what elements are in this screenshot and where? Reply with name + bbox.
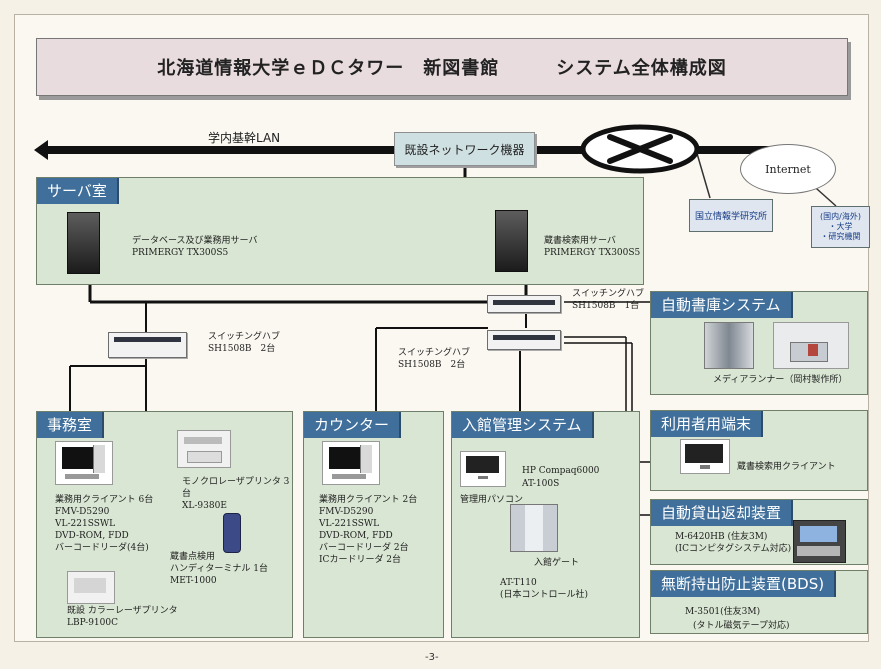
- server-2-label: 蔵書検索用サーバ PRIMERGY TX300S5: [544, 236, 641, 258]
- auto-lending-title: 自動貸出返却装置: [661, 504, 782, 522]
- handy-terminal-icon: [223, 513, 241, 553]
- switch-mid: [487, 330, 561, 350]
- handy-terminal-label: 蔵書点検用 ハンディターミナル 1台 MET-1000: [170, 552, 268, 586]
- lan-arrow: [34, 140, 48, 160]
- auto-lending-header: 自動貸出返却装置: [651, 500, 794, 526]
- color-printer-icon: [67, 571, 115, 604]
- switch-left: [108, 332, 187, 358]
- internet-cloud: Internet: [740, 144, 836, 194]
- user-terminal-caption: 蔵書検索用クライアント: [737, 462, 836, 472]
- server-2-icon: [495, 210, 528, 272]
- server-1-label: データベース及び業務用サーバ PRIMERGY TX300S5: [132, 236, 258, 258]
- bds-header: 無断持出防止装置(BDS): [651, 571, 837, 597]
- switch-top-label: スイッチングハブ SH1508B 1台: [572, 289, 645, 311]
- entry-pc-icon: [460, 451, 506, 487]
- storage-machine-icon: [704, 322, 754, 369]
- core-network-label: 既設ネットワーク機器: [404, 142, 525, 157]
- switch-top: [487, 295, 561, 313]
- entry-pc-caption: 管理用パソコン: [460, 495, 524, 505]
- entry-title: 入館管理システム: [462, 416, 582, 434]
- switch-left-label: スイッチングハブ SH1508B 2台: [208, 332, 281, 354]
- office-pc-icon: [55, 441, 113, 485]
- core-network-device: 既設ネットワーク機器: [394, 132, 535, 166]
- auto-storage-title: 自動書庫システム: [661, 296, 781, 314]
- page-number-text: -3-: [425, 652, 439, 663]
- auto-storage-caption: メディアランナー（岡村製作所）: [713, 375, 848, 385]
- entry-pc-brand: HP Compaq6000: [522, 466, 600, 476]
- nii-label: 国立情報学研究所: [694, 212, 767, 222]
- auto-lending: 自動貸出返却装置 M-6420HB (住友3M) (ICコンピタグシステム対応): [650, 499, 868, 565]
- entry-pc-model: AT-100S: [522, 479, 560, 489]
- domestic-label: (国内/海外) ・大学 ・研究機関: [820, 212, 861, 241]
- entry-gate-model: AT-T110 (日本コントロール社): [500, 578, 589, 600]
- office-title: 事務室: [47, 416, 93, 434]
- nii-box: 国立情報学研究所: [689, 199, 773, 232]
- color-printer-label: 既設 カラーレーザプリンタ LBP-9100C: [67, 606, 178, 628]
- user-terminal-header: 利用者用端末: [651, 411, 764, 437]
- entry-gate-caption: 入館ゲート: [534, 558, 580, 568]
- bds-caption-1: M-3501(住友3M): [685, 607, 761, 617]
- counter-title: カウンター: [314, 416, 390, 434]
- user-terminal: 利用者用端末 蔵書検索用クライアント: [650, 410, 868, 491]
- mono-printer-icon: [177, 430, 231, 468]
- title-text: 北海道情報大学ｅＤＣタワー 新図書館 システム全体構成図: [157, 58, 727, 79]
- auto-storage-header: 自動書庫システム: [651, 292, 793, 318]
- user-terminal-title: 利用者用端末: [661, 415, 752, 433]
- entry-header: 入館管理システム: [452, 412, 594, 438]
- bds-system: 無断持出防止装置(BDS) M-3501(住友3M) (タトル磁気テープ対応): [650, 570, 868, 634]
- domestic-box: (国内/海外) ・大学 ・研究機関: [811, 206, 870, 248]
- counter-pc-icon: [322, 441, 380, 485]
- internet-label: Internet: [765, 162, 811, 176]
- entry-gate-icon: [510, 504, 558, 552]
- server-room-header: サーバ室: [37, 178, 119, 204]
- counter-room: カウンター 業務用クライアント 2台 FMV-D5290 VL-221SSWL …: [303, 411, 444, 638]
- mono-printer-label: モノクロレーザプリンタ 3台 XL-9380E: [182, 477, 290, 511]
- auto-lending-caption: M-6420HB (住友3M) (ICコンピタグシステム対応): [675, 532, 792, 554]
- office-room: 事務室 業務用クライアント 6台 FMV-D5290 VL-221SSWL DV…: [36, 411, 293, 638]
- terminal-pc-icon: [680, 439, 730, 474]
- switch-mid-label: スイッチングハブ SH1508B 2台: [398, 348, 471, 370]
- server-room-title: サーバ室: [47, 182, 107, 200]
- counter-pc-label: 業務用クライアント 2台 FMV-D5290 VL-221SSWL DVD-RO…: [319, 495, 418, 565]
- lan-label: 学内基幹LAN: [208, 131, 281, 145]
- nii-link: [695, 149, 711, 199]
- bds-title: 無断持出防止装置(BDS): [661, 575, 825, 593]
- entry-system: 入館管理システム HP Compaq6000 AT-100S 管理用パソコン 入…: [451, 411, 640, 638]
- office-pc-label: 業務用クライアント 6台 FMV-D5290 VL-221SSWL DVD-RO…: [55, 495, 154, 553]
- server-room: サーバ室 データベース及び業務用サーバ PRIMERGY TX300S5 蔵書検…: [36, 177, 644, 285]
- counter-header: カウンター: [304, 412, 402, 438]
- bds-caption-2: (タトル磁気テープ対応): [693, 621, 790, 631]
- server-1-icon: [67, 212, 100, 274]
- lending-machine-icon: [793, 520, 846, 563]
- page-number: -3-: [425, 652, 439, 663]
- conveyor-icon: [773, 322, 849, 369]
- office-header: 事務室: [37, 412, 105, 438]
- page-title: 北海道情報大学ｅＤＣタワー 新図書館 システム全体構成図: [36, 38, 848, 96]
- auto-storage-system: 自動書庫システム メディアランナー（岡村製作所）: [650, 291, 868, 395]
